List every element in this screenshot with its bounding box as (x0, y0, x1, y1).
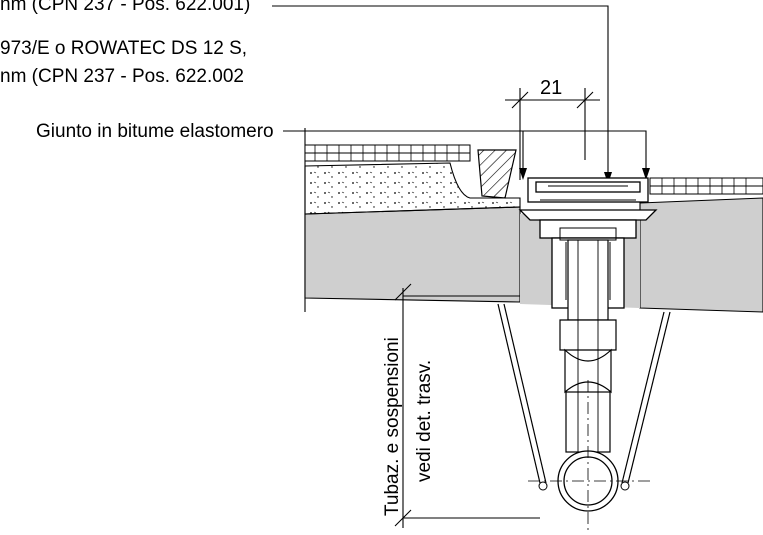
tile-joints-right (661, 178, 747, 194)
leader-line-1 (272, 5, 609, 180)
leader-joint (283, 130, 647, 176)
screed-layer (304, 162, 521, 215)
spec-line-2: 973/E o ROWATEC DS 12 S, (0, 38, 247, 59)
dimension-value: 21 (540, 77, 562, 99)
vertical-label-2: vedi det. trasv. (414, 360, 435, 482)
drain-pipe (559, 239, 617, 453)
tile-joints-left (314, 145, 460, 161)
vertical-dimension (394, 283, 540, 528)
pipe-lines (577, 240, 599, 452)
pipe-axes (528, 380, 650, 530)
spec-line-3: nm (CPN 237 - Pos. 622.002 (0, 66, 244, 87)
tile-layer-left (304, 144, 471, 162)
vertical-label-1: Tubaz. e sospensioni (382, 337, 403, 516)
joint-label: Giunto in bitume elastomero (36, 121, 274, 142)
concrete-slab-right (639, 197, 763, 313)
joint-arrow-left (519, 168, 527, 180)
dimension-21 (505, 88, 600, 180)
concrete-slab (304, 206, 521, 303)
joint-arrow-right (642, 168, 650, 180)
hangers (497, 303, 671, 484)
hanger-nuts (538, 481, 630, 491)
tile-layer-right (649, 177, 763, 195)
spec-line-1: nm (CPN 237 - Pos. 622.001) (0, 0, 250, 15)
hatched-curb (477, 149, 517, 199)
